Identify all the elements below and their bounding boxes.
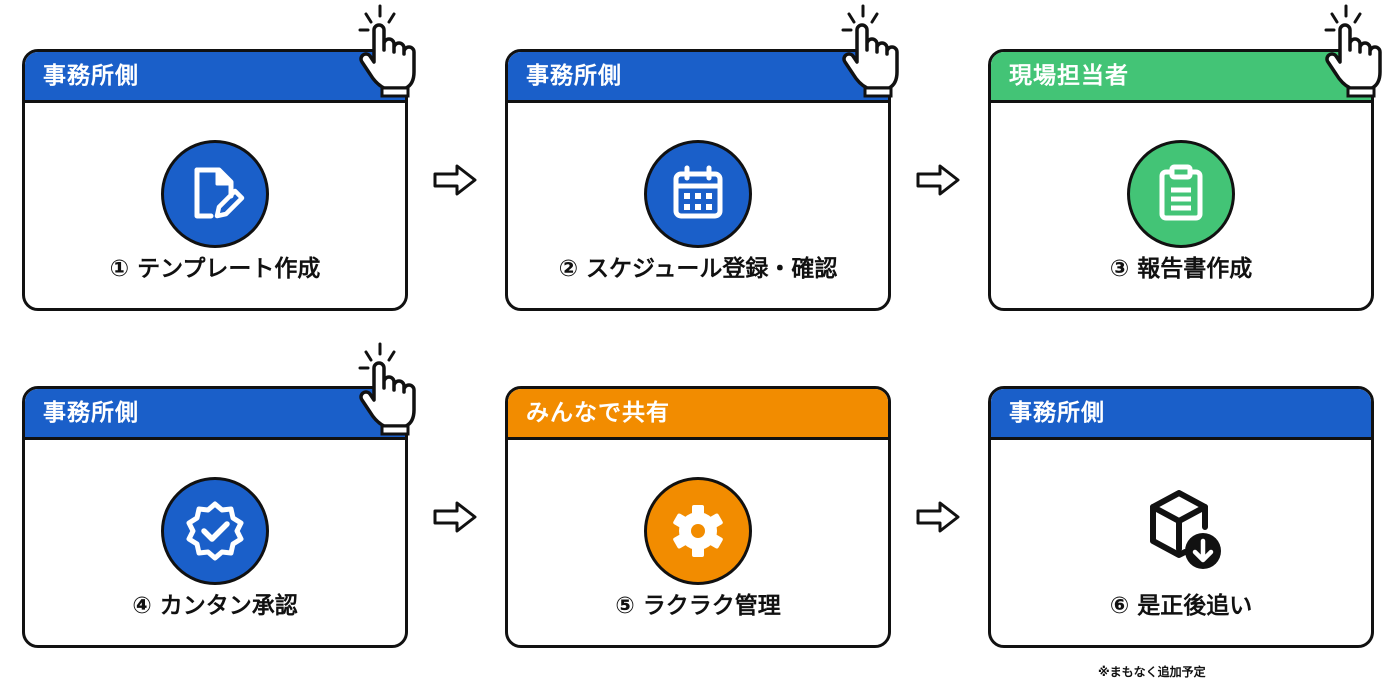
right-arrow-icon [433, 164, 477, 196]
step-card-4[interactable]: 事務所側 ④ カンタン承認 [22, 386, 408, 648]
pointing-hand-icon [358, 342, 416, 436]
step-card-5[interactable]: みんなで共有 ⑤ ラクラク管理 [505, 386, 891, 648]
right-arrow-icon [433, 501, 477, 533]
coming-soon-note: ※まもなく追加予定 [1098, 665, 1206, 679]
step-label: ① テンプレート作成 [109, 256, 321, 282]
document-edit-icon [161, 140, 269, 248]
calendar-icon [644, 140, 752, 248]
pointing-hand-icon [1324, 4, 1382, 98]
card-header: 事務所側 [25, 389, 405, 440]
clipboard-icon [1127, 140, 1235, 248]
step-label: ④ カンタン承認 [132, 593, 298, 619]
pointing-hand-icon [841, 4, 899, 98]
step-card-2[interactable]: 事務所側 ② スケジュール登録・確認 [505, 49, 891, 311]
step-label: ⑥ 是正後追い [1109, 593, 1253, 619]
right-arrow-icon [916, 501, 960, 533]
step-label: ⑤ ラクラク管理 [615, 593, 781, 619]
right-arrow-icon [916, 164, 960, 196]
step-card-6[interactable]: 事務所側 ⑥ 是正後追い [988, 386, 1374, 648]
step-card-1[interactable]: 事務所側 ① テンプレート作成 [22, 49, 408, 311]
card-header: みんなで共有 [508, 389, 888, 440]
gear-icon [644, 477, 752, 585]
card-header: 事務所側 [508, 52, 888, 103]
step-card-3[interactable]: 現場担当者 ③ 報告書作成 [988, 49, 1374, 311]
verified-badge-icon [161, 477, 269, 585]
step-label: ③ 報告書作成 [1109, 256, 1253, 282]
box-download-icon [1131, 481, 1231, 581]
card-header: 事務所側 [25, 52, 405, 103]
step-label: ② スケジュール登録・確認 [558, 256, 838, 282]
card-header: 事務所側 [991, 389, 1371, 440]
pointing-hand-icon [358, 4, 416, 98]
card-header: 現場担当者 [991, 52, 1371, 103]
